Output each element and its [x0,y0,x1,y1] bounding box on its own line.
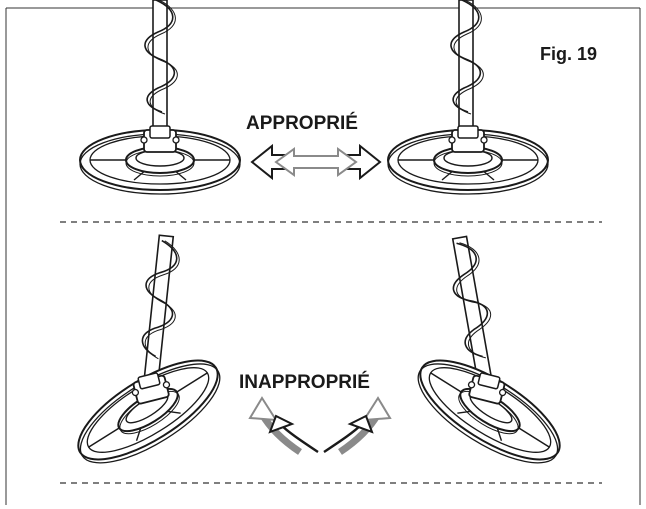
caption-appropriate: APPROPRIÉ [246,113,358,134]
bottom-right-detector [403,235,575,483]
top-left-detector [79,0,241,195]
figure-label: Fig. 19 [540,44,598,64]
correct-motion-arrows [250,143,382,181]
incorrect-motion-arrows [248,396,392,455]
caption-inappropriate: INAPPROPRIÉ [239,372,370,393]
bottom-left-detector [63,234,235,483]
top-right-detector [387,0,549,195]
